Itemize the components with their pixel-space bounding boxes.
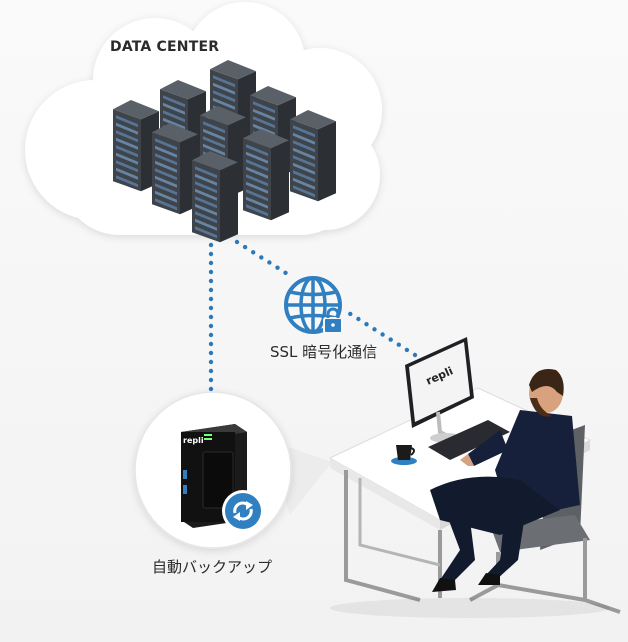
connection-dot bbox=[208, 269, 214, 275]
connection-dot bbox=[208, 341, 214, 347]
connection-dot bbox=[208, 323, 214, 329]
connection-dot bbox=[364, 322, 369, 327]
floor-shadow bbox=[330, 598, 610, 618]
connection-dot bbox=[396, 342, 401, 347]
connection-dot bbox=[412, 352, 418, 358]
ssl-encryption-label: SSL 暗号化通信 bbox=[270, 343, 378, 361]
coffee-cup bbox=[391, 445, 417, 465]
connection-lines bbox=[208, 239, 418, 392]
connection-dot bbox=[283, 270, 288, 275]
auto-backup-label: 自動バックアップ bbox=[152, 558, 273, 576]
ssl-connection-line bbox=[234, 239, 418, 358]
person bbox=[430, 369, 580, 592]
server-rack bbox=[192, 151, 238, 243]
keyboard bbox=[428, 420, 510, 460]
connection-dot bbox=[388, 337, 393, 342]
connection-dot bbox=[380, 332, 385, 337]
connection-dot bbox=[208, 377, 214, 383]
connection-dot bbox=[208, 359, 214, 365]
server-rack bbox=[152, 123, 198, 215]
connection-dot bbox=[348, 311, 353, 317]
connection-dot bbox=[208, 296, 214, 302]
connection-dot bbox=[208, 350, 214, 356]
nas-device bbox=[181, 424, 247, 528]
connection-dot bbox=[356, 316, 361, 322]
globe-lock-icon bbox=[282, 274, 344, 336]
connection-dot bbox=[208, 368, 214, 374]
connection-dot bbox=[242, 244, 248, 250]
connection-dot bbox=[208, 242, 214, 248]
connection-dot bbox=[275, 265, 280, 270]
connection-dot bbox=[372, 327, 377, 332]
server-rack bbox=[243, 129, 289, 221]
server-rack-group bbox=[113, 60, 336, 243]
sync-icon bbox=[222, 490, 264, 532]
connection-dot bbox=[208, 251, 214, 257]
connection-dot bbox=[234, 239, 240, 245]
connection-dot bbox=[208, 305, 214, 311]
connection-dot bbox=[208, 260, 214, 266]
connection-dot bbox=[208, 278, 214, 284]
connection-dot bbox=[404, 347, 410, 353]
connection-dot bbox=[208, 386, 214, 392]
datacenter-title: DATA CENTER bbox=[110, 39, 220, 55]
connection-dot bbox=[208, 287, 214, 293]
connection-dot bbox=[251, 250, 256, 255]
connection-dot bbox=[259, 255, 264, 260]
connection-dot bbox=[267, 260, 272, 265]
connection-dot bbox=[208, 314, 214, 320]
nas-brand-text: repli bbox=[183, 436, 204, 445]
server-rack bbox=[290, 110, 336, 202]
connection-dot bbox=[208, 332, 214, 338]
backup-connection-line bbox=[208, 242, 214, 392]
